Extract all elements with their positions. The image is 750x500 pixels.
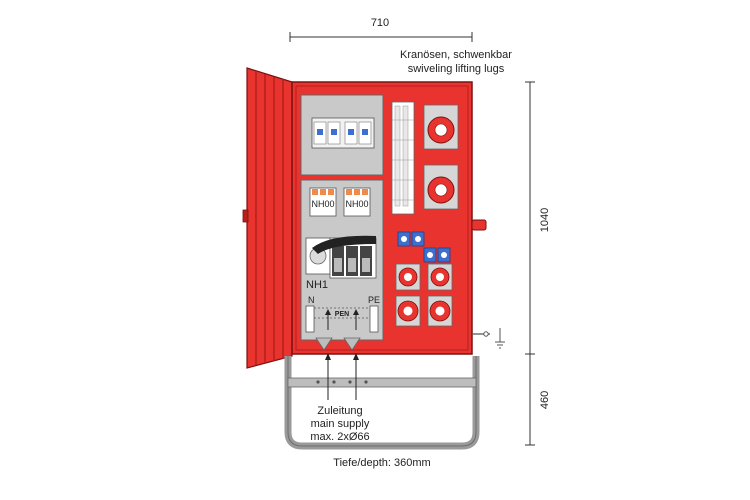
- supply-size-label: max. 2xØ66: [310, 431, 369, 443]
- supply-label-en: main supply: [311, 418, 370, 430]
- height-dimension: 1040 460: [525, 81, 551, 446]
- supply-label-de: Zuleitung: [317, 405, 362, 417]
- schuko-sockets: [397, 231, 451, 263]
- mcb-strip: [391, 101, 415, 215]
- fuse-base-right: NH00: [343, 187, 371, 217]
- width-label: 710: [371, 17, 389, 29]
- fuse-base-left: NH00: [309, 187, 337, 217]
- lifting-lugs-label-de: Kranösen, schwenkbar: [400, 49, 512, 61]
- cabinet-frame: [284, 356, 480, 450]
- terminal-pen-label: PEN: [335, 311, 349, 318]
- main-switch-label: NH1: [306, 279, 328, 291]
- frame-height-label: 460: [539, 391, 551, 409]
- supply-arrows: [325, 353, 359, 400]
- cabinet-height-label: 1040: [539, 208, 551, 232]
- lower-panel: NH00 NH00 NH1 N PE: [300, 179, 384, 351]
- terminal-block: N PE PEN: [305, 295, 380, 351]
- cabinet-door: [242, 67, 293, 369]
- width-dimension: 710: [289, 17, 473, 42]
- lifting-lugs-label-en: swiveling lifting lugs: [408, 63, 505, 75]
- upper-panel: [300, 94, 384, 176]
- main-switch: NH1: [305, 235, 377, 291]
- terminal-n-label: N: [308, 295, 315, 305]
- fuse-right-label: NH00: [345, 199, 368, 209]
- cee-socket-top-2: [423, 164, 459, 210]
- fuse-left-label: NH00: [311, 199, 334, 209]
- rcd-breakers: [313, 121, 372, 145]
- terminal-pe-label: PE: [368, 295, 380, 305]
- cee-sockets-lower: [395, 263, 453, 327]
- cee-socket-top-1: [423, 104, 459, 150]
- depth-label: Tiefe/depth: 360mm: [333, 457, 430, 469]
